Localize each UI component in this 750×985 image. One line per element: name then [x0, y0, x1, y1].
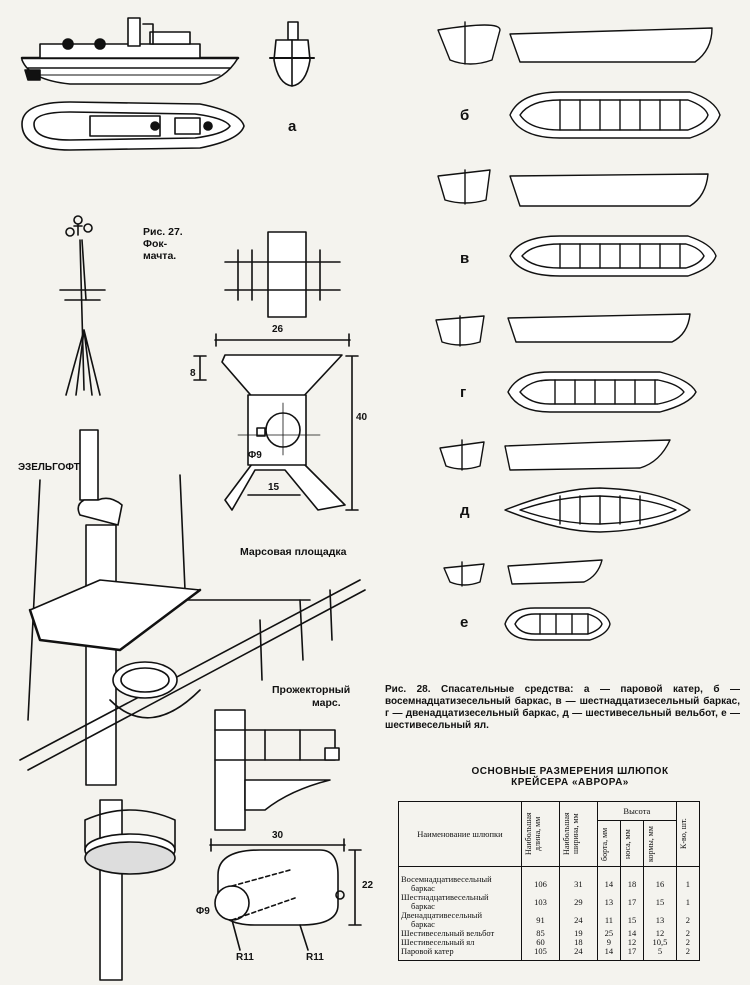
header-name: Наименование шлюпки: [398, 801, 522, 867]
boat-letter-d: д: [460, 502, 470, 519]
platform-side-dim: 8: [190, 368, 196, 379]
top-platform-detail: [193, 231, 359, 511]
platform-width-dim: 26: [272, 324, 284, 335]
header-length: Наибольшая длина, мм: [521, 801, 560, 867]
boat-dimensions-table: Наименование шлюпки Наибольшая длина, мм…: [398, 801, 701, 961]
platform-diameter-dim: Φ9: [248, 450, 262, 461]
table-row: Шестивесельный вельбот 85 19 25 14 12 2: [398, 929, 701, 938]
round-platform: [84, 799, 176, 981]
top-platform-title: Марсовая площадка: [240, 546, 347, 558]
header-bow: носа, мм: [619, 820, 645, 867]
searchlight-radius-2: R11: [306, 952, 324, 963]
table-row: Шестивесельный ял 60 18 9 12 10,5 2: [398, 938, 701, 947]
header-width: Наибольшая ширина, мм: [558, 801, 598, 867]
boat-letter-v: в: [460, 250, 470, 267]
steam-launch-top-view: [21, 101, 245, 151]
platform-height-dim: 40: [356, 412, 368, 423]
table-title-line1: ОСНОВНЫЕ РАЗМЕРЕНИЯ ШЛЮПОК: [471, 766, 669, 777]
searchlight-diameter-dim: Φ9: [196, 906, 210, 917]
searchlight-title-2: марс.: [312, 697, 341, 709]
fig27-line1: Рис. 27.: [143, 226, 183, 238]
boat-letter-e: е: [460, 614, 469, 631]
fig-a-letter: а: [288, 118, 297, 135]
steam-launch-side-view: [20, 17, 240, 85]
foremast-drawing: [59, 215, 106, 396]
header-count: К-во, шт.: [675, 801, 701, 867]
boat-letter-g: г: [460, 384, 467, 401]
header-board: борта, мм: [596, 820, 621, 867]
steam-launch-front-view: [269, 21, 315, 87]
boat-views: [435, 21, 721, 641]
searchlight-radius-1: R11: [236, 952, 254, 963]
table-title-line2: КРЕЙСЕРА «АВРОРА»: [511, 777, 629, 788]
searchlight-width-dim: 30: [272, 830, 284, 841]
header-stern: кормы, мм: [643, 820, 677, 867]
eselgoft-label: ЭЗЕЛЬГОФТ: [18, 462, 80, 473]
header-height: Высота: [596, 801, 677, 821]
mast-with-platform: [19, 429, 366, 786]
searchlight-height-dim: 22: [362, 880, 374, 891]
table-row: Паровой катер 105 24 14 17 5 2: [398, 947, 701, 961]
searchlight-platform-detail: [209, 709, 362, 951]
table-title: ОСНОВНЫЕ РАЗМЕРЕНИЯ ШЛЮПОК КРЕЙСЕРА «АВР…: [400, 766, 740, 788]
searchlight-title-1: Прожекторный: [272, 684, 351, 696]
fig27-line2: Фок-: [143, 238, 168, 250]
boat-letter-b: б: [460, 107, 470, 124]
fig27-line3: мачта.: [143, 250, 177, 262]
fig27-caption: Рис. 27. Фок- мачта.: [143, 226, 213, 262]
platform-bottom-dim: 15: [268, 482, 280, 493]
fig28-caption: Рис. 28. Спасательные средства: а — паро…: [385, 684, 740, 731]
